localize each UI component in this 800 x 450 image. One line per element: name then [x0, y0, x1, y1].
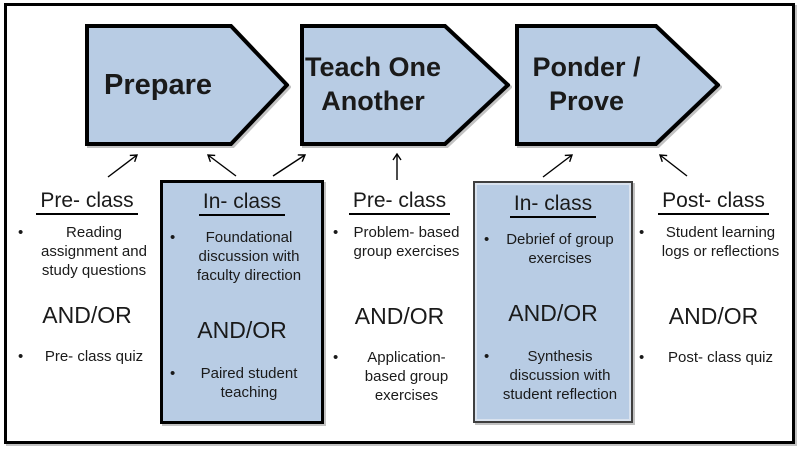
phase-label-teach-one-another: Teach One Another	[304, 52, 442, 116]
chevron-arrow-shape	[300, 24, 510, 146]
and-or-label: AND/OR	[354, 303, 445, 330]
column-in-class-2: In- class Debrief of group exercises AND…	[473, 181, 633, 423]
and-or-label: AND/OR	[508, 300, 598, 327]
bullet-item: Application- based group exercises	[331, 349, 468, 406]
column-header-text: Post- class	[658, 189, 769, 215]
diagram-frame	[4, 3, 795, 444]
column-header: Post- class	[637, 188, 790, 215]
column-pre-class-2: Pre- class Problem- based group exercise…	[331, 188, 468, 406]
bullet-item: Synthesis discussion with student reflec…	[482, 348, 624, 405]
bullet-item: Student learning logs or reflections	[637, 224, 790, 262]
column-header-text: In- class	[198, 190, 286, 216]
phase-chevron-teach-one-another: Teach One Another	[300, 24, 510, 146]
bullet-item: Problem- based group exercises	[331, 224, 468, 262]
column-header: In- class	[168, 189, 316, 216]
and-or-label: AND/OR	[42, 302, 132, 329]
chevron-arrow-shape	[515, 24, 720, 146]
arrow-postclass-to-ponder	[659, 154, 688, 177]
column-header: Pre- class	[16, 188, 158, 215]
bullet-item: Foundational discussion with faculty dir…	[168, 229, 316, 286]
column-header: Pre- class	[331, 188, 468, 215]
phase-chevron-ponder-prove: Ponder / Prove	[515, 24, 720, 146]
column-pre-class-1: Pre- class Reading assignment and study …	[16, 188, 158, 367]
bullet-item: Reading assignment and study questions	[16, 224, 158, 281]
bullet-item: Pre- class quiz	[16, 348, 158, 367]
connector-arrows	[107, 152, 688, 180]
arrow-preclass1-to-prepare	[107, 154, 139, 178]
column-post-class: Post- class Student learning logs or ref…	[637, 188, 790, 368]
arrow-inclass2-to-ponder	[542, 154, 574, 178]
bullet-item: Debrief of group exercises	[482, 231, 624, 269]
phase-chevron-prepare: Prepare	[85, 24, 289, 146]
column-header-text: Pre- class	[36, 189, 138, 215]
column-box-inner: In- class Foundational discussion with f…	[163, 183, 321, 421]
arrow-inclass1-to-teach	[272, 154, 307, 177]
chevron-arrow-shape	[85, 24, 289, 146]
and-or-label: AND/OR	[197, 317, 287, 344]
arrow-inclass1-to-prepare	[206, 154, 237, 177]
column-box-inner: In- class Debrief of group exercises AND…	[475, 183, 631, 421]
column-in-class-1: In- class Foundational discussion with f…	[160, 180, 324, 424]
and-or-label: AND/OR	[668, 303, 759, 330]
column-header-text: In- class	[509, 192, 597, 218]
column-header-text: Pre- class	[348, 189, 451, 215]
bullet-item: Post- class quiz	[637, 349, 790, 368]
bullet-item: Paired student teaching	[168, 365, 316, 403]
column-header: In- class	[482, 191, 624, 218]
phase-label-prepare: Prepare	[103, 68, 212, 101]
phase-label-ponder-prove: Ponder / Prove	[532, 52, 641, 116]
